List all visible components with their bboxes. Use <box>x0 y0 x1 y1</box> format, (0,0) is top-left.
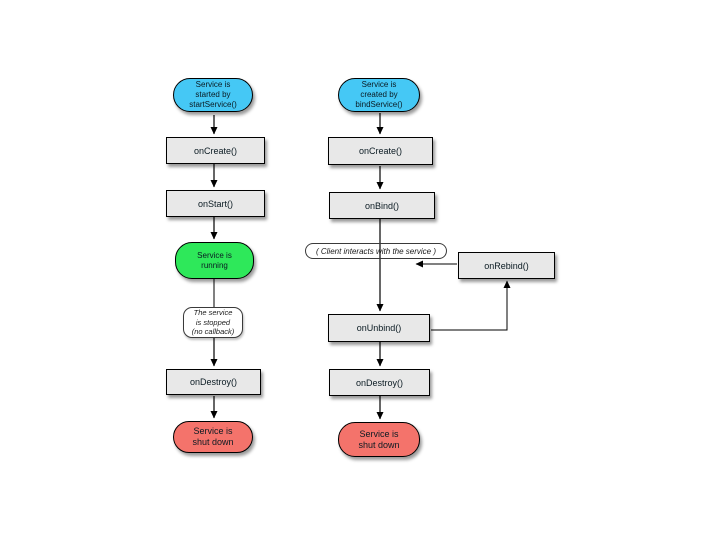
arrow-onunbind-to-onrebind <box>431 280 511 331</box>
node-onunbind: onUnbind() <box>328 314 430 342</box>
node-ondestroy-right: onDestroy() <box>329 369 430 396</box>
node-service-shutdown-right: Service is shut down <box>338 422 420 457</box>
node-onstart: onStart() <box>166 190 265 217</box>
node-service-created: Service is created by bindService() <box>338 78 420 112</box>
node-oncreate-right: onCreate() <box>328 137 433 165</box>
node-service-shutdown-left: Service is shut down <box>173 421 253 453</box>
note-client-interacts: ( Client interacts with the service ) <box>305 243 447 259</box>
node-service-started: Service is started by startService() <box>173 78 253 112</box>
node-oncreate-left: onCreate() <box>166 137 265 164</box>
node-onrebind: onRebind() <box>458 252 555 279</box>
node-service-running: Service is running <box>175 242 254 279</box>
note-service-stopped: The service is stopped (no callback) <box>183 307 243 338</box>
node-onbind: onBind() <box>329 192 435 219</box>
node-ondestroy-left: onDestroy() <box>166 369 261 395</box>
